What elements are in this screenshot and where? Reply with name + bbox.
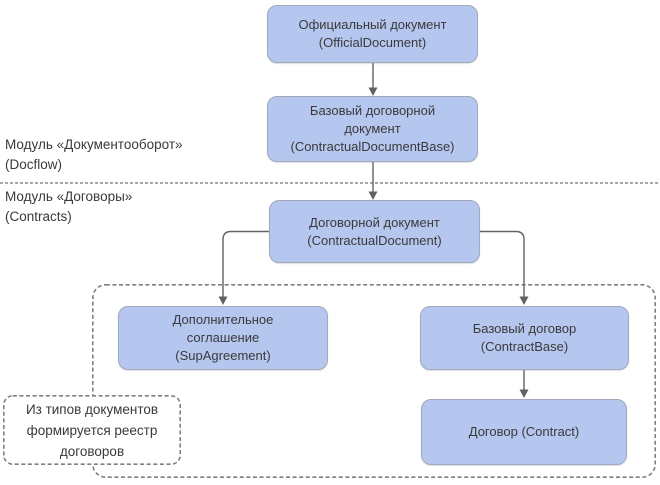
label-module-contracts-line2: (Contracts) — [5, 209, 72, 224]
node-sup-agreement-title-line1: Дополнительное — [172, 312, 274, 327]
node-contractual-document-title: Договорной документ — [309, 214, 440, 230]
callout-registry-note: Из типов документов формируется реестр д… — [4, 396, 180, 464]
label-module-contracts-line1: Модуль «Договоры» — [5, 189, 133, 204]
edge-contractual-document-to-contract-base-arrowhead — [519, 296, 529, 305]
node-official-document: Официальный документ (OfficialDocument) — [267, 5, 478, 63]
edge-contractual-document-to-contract-base — [480, 230, 525, 297]
node-contract-base: Базовый договор (ContractBase) — [420, 306, 629, 370]
node-official-document-title: Официальный документ — [298, 17, 447, 32]
callout-registry-note-line3: договоров — [59, 443, 125, 459]
node-contractual-document-base-title-line2: документ — [344, 121, 401, 136]
node-sup-agreement: Дополнительное соглашение (SupAgreement) — [118, 306, 328, 370]
node-contract-base-title: Базовый договор — [472, 321, 577, 336]
node-contract: Договор (Contract) — [421, 399, 627, 465]
node-sup-agreement-code: (SupAgreement) — [175, 348, 271, 363]
node-official-document-code: (OfficialDocument) — [318, 35, 427, 50]
edge-contractual-document-to-sup-agreement-arrowhead — [218, 296, 228, 305]
edge-contractual-base-to-contractual-document-arrowhead — [368, 191, 378, 200]
node-contract-base-code: (ContractBase) — [480, 339, 569, 354]
node-contractual-document-base-code: (ContractualDocumentBase) — [290, 139, 455, 154]
callout-registry-note-line1: Из типов документов — [25, 401, 159, 417]
label-module-docflow-line1: Модуль «Документооборот» — [5, 137, 183, 152]
edge-official-to-contractual-base-arrowhead — [368, 87, 378, 96]
node-sup-agreement-title-line2: соглашение — [186, 330, 260, 345]
edge-contract-base-to-contract-arrowhead — [519, 389, 529, 398]
edge-contractual-document-to-sup-agreement — [222, 230, 269, 297]
node-contract-title: Договор (Contract) — [468, 424, 580, 439]
label-module-contracts: Модуль «Договоры» (Contracts) — [5, 187, 132, 227]
node-contractual-document: Договорной документ (ContractualDocument… — [269, 200, 480, 263]
label-module-docflow-line2: (Docflow) — [5, 157, 63, 172]
label-module-docflow: Модуль «Документооборот» (Docflow) — [5, 135, 183, 175]
node-contractual-document-base-title-line1: Базовый договорной — [309, 103, 436, 118]
callout-registry-note-line2: формируется реестр — [26, 422, 158, 438]
node-contractual-document-base: Базовый договорной документ (Contractual… — [267, 96, 478, 162]
node-contractual-document-code: (ContractualDocument) — [307, 232, 442, 248]
